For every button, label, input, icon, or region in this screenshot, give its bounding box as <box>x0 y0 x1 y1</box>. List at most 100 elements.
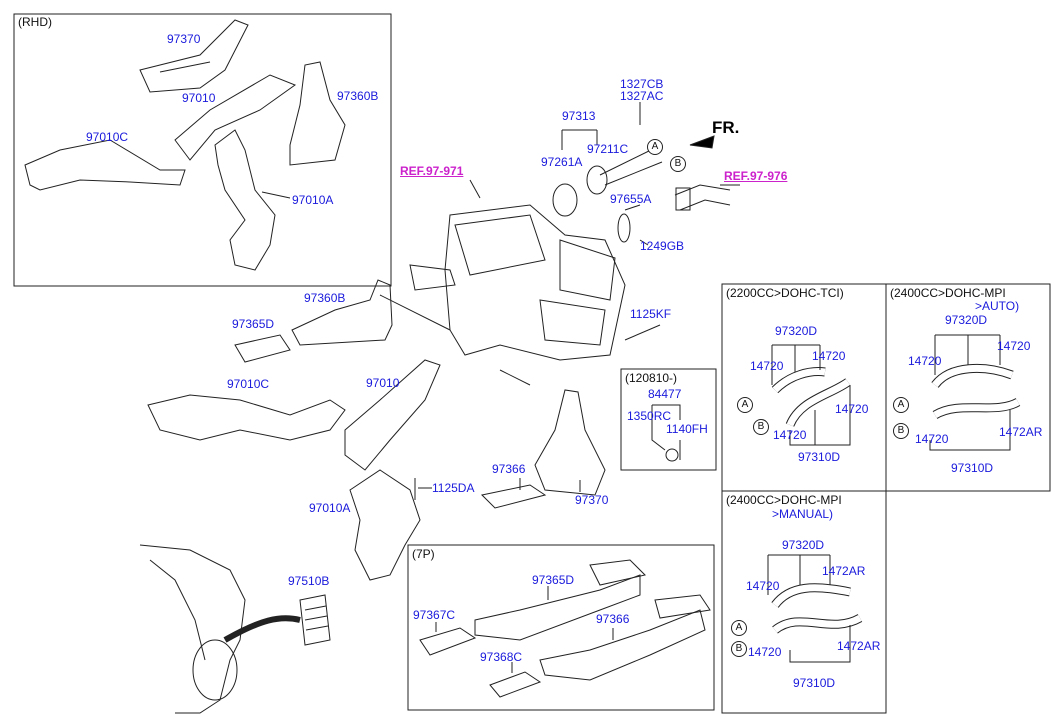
part-label[interactable]: 1249GB <box>640 239 685 253</box>
date-frame <box>620 368 717 471</box>
rhd-frame <box>13 13 392 287</box>
part-label[interactable]: 14720 <box>750 359 784 373</box>
part-label[interactable]: 14720 <box>746 579 780 593</box>
part-label[interactable]: 97313 <box>562 109 596 123</box>
fr-arrow <box>689 135 715 149</box>
mpi-manual-label-2: >MANUAL) <box>772 507 834 521</box>
part-label[interactable]: 1472AR <box>999 425 1043 439</box>
part-label[interactable]: 14720 <box>748 645 782 659</box>
p7-label: (7P) <box>412 547 435 561</box>
ref-97-971[interactable]: REF.97-971 <box>400 164 464 178</box>
part-label[interactable]: 97320D <box>945 313 988 327</box>
callout-b: B <box>670 156 686 172</box>
part-label[interactable]: 97261A <box>541 155 583 169</box>
rhd-duct-97010c <box>24 139 186 191</box>
part-label[interactable]: 97370 <box>575 493 609 507</box>
duct-97366 <box>480 484 547 509</box>
part-label[interactable]: 97010C <box>227 377 270 391</box>
part-label[interactable]: 97010C <box>86 130 129 144</box>
part-label[interactable]: 97010 <box>182 91 216 105</box>
part-label[interactable]: 97310D <box>798 450 841 464</box>
duct-97365d <box>234 334 291 363</box>
callout-a: A <box>893 397 909 413</box>
part-label[interactable]: 97010 <box>366 376 400 390</box>
fitting <box>675 187 691 211</box>
part-label[interactable]: 1327CB <box>620 77 664 91</box>
part-label[interactable]: 97365D <box>232 317 275 331</box>
part-label[interactable]: 14720 <box>812 349 846 363</box>
date-label: (120810-) <box>625 371 678 385</box>
rhd-duct-97360b <box>289 61 346 166</box>
leader <box>624 324 661 341</box>
part-label[interactable]: 1350RC <box>627 409 672 423</box>
rhd-label: (RHD) <box>18 15 52 29</box>
callout-a: A <box>737 397 753 413</box>
part-label[interactable]: 14720 <box>908 354 942 368</box>
callout-b: B <box>753 419 769 435</box>
part-label[interactable]: 1140FH <box>666 422 708 436</box>
gasket-97211c <box>586 165 608 195</box>
part-label[interactable]: 1472AR <box>822 564 866 578</box>
ref-97-976[interactable]: REF.97-976 <box>724 169 788 183</box>
p7-duct-97365d <box>474 559 646 641</box>
part-label[interactable]: 97310D <box>793 676 836 690</box>
part-label[interactable]: 97320D <box>775 324 818 338</box>
part-label[interactable]: 97510B <box>288 574 330 588</box>
part-label[interactable]: 97360B <box>337 89 379 103</box>
part-label[interactable]: 1472AR <box>837 639 881 653</box>
vehicle-side <box>139 544 301 714</box>
callout-a: A <box>647 139 663 155</box>
tci-label: (2200CC>DOHC-TCI) <box>726 286 844 300</box>
part-label[interactable]: 97010A <box>309 501 351 515</box>
part-label[interactable]: 97366 <box>596 612 630 626</box>
callout-b: B <box>731 641 747 657</box>
mpi-auto-label-1: (2400CC>DOHC-MPI <box>890 286 1006 300</box>
duct-97360b <box>291 279 393 346</box>
grille-97510b <box>299 594 331 646</box>
part-label[interactable]: 14720 <box>915 432 949 446</box>
pipe <box>599 147 663 186</box>
part-label[interactable]: 1327AC <box>620 89 664 103</box>
part-label[interactable]: 97368C <box>480 650 523 664</box>
front-direction-label: FR. <box>712 118 740 137</box>
duct-97370 <box>534 389 606 496</box>
part-label[interactable]: 14720 <box>773 428 807 442</box>
plug-1350rc <box>665 448 679 462</box>
part-label[interactable]: 97211C <box>587 142 629 156</box>
part-label[interactable]: 84477 <box>648 387 682 401</box>
callout-a: A <box>731 620 747 636</box>
part-label[interactable]: 97310D <box>951 461 994 475</box>
p7-duct-97366 <box>539 594 711 681</box>
part-label[interactable]: 97367C <box>413 608 456 622</box>
part-label[interactable]: 14720 <box>997 339 1031 353</box>
mpi-auto-frame <box>885 283 1051 492</box>
part-label[interactable]: 97366 <box>492 462 526 476</box>
mpi-manual-frame <box>721 490 887 714</box>
part-label[interactable]: 97655A <box>610 192 652 206</box>
leader <box>651 404 681 451</box>
part-label[interactable]: 1125DA <box>432 481 475 495</box>
part-label[interactable]: 14720 <box>835 402 869 416</box>
leader <box>639 239 649 246</box>
part-label[interactable]: 97360B <box>304 291 346 305</box>
part-label[interactable]: 97370 <box>167 32 201 46</box>
p7-frame <box>407 544 715 711</box>
callout-b: B <box>893 423 909 439</box>
p7-duct-97368c <box>489 671 542 698</box>
part-label[interactable]: 97365D <box>532 573 575 587</box>
gasket-97261a <box>552 183 578 217</box>
part-label[interactable]: 97010A <box>292 193 334 207</box>
duct-97010c <box>147 394 346 441</box>
rhd-duct-97010 <box>174 74 297 161</box>
part-label[interactable]: 1125KF <box>630 307 672 321</box>
part-label[interactable]: 97320D <box>782 538 825 552</box>
leader <box>379 294 451 331</box>
grommet-97655a <box>617 213 631 243</box>
hvac-unit <box>409 204 626 361</box>
p7-duct-97367c <box>419 627 477 656</box>
duct-97010a <box>349 469 421 581</box>
leader <box>624 204 641 211</box>
hose-set-manual <box>767 554 863 663</box>
